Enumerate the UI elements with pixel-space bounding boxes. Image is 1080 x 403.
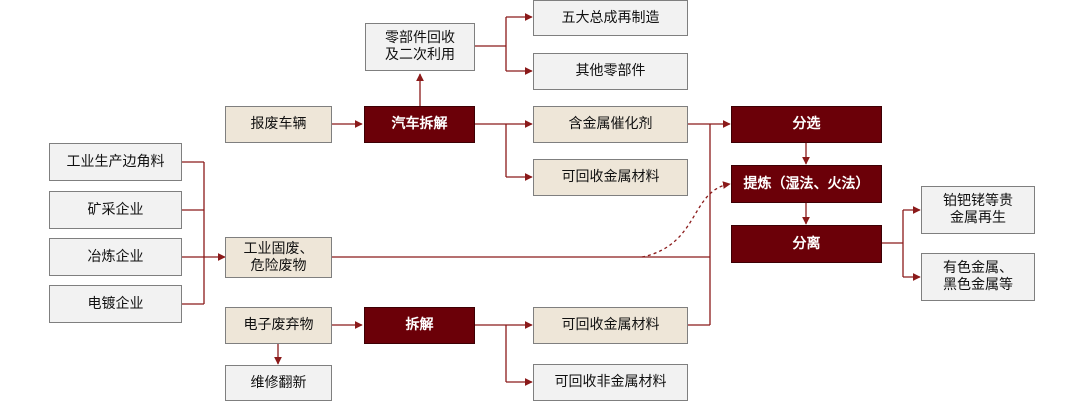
recyclable-nonmetal-box: 可回收非金属材料	[533, 364, 688, 401]
mining-label: 矿采企业	[87, 201, 144, 218]
industrial-waste-box: 工业固废、 危险废物	[225, 237, 332, 278]
ferrous-metals-label-line1: 有色金属、	[943, 260, 1013, 276]
recyclable-metal-label-2: 可回收金属材料	[561, 317, 660, 333]
scrap-vehicles-box: 报废车辆	[225, 106, 332, 143]
precious-metals-label-line1: 铂钯铑等贵	[943, 193, 1013, 209]
industrial-waste-label-line2: 危险废物	[250, 257, 307, 274]
industrial-waste-label-line1: 工业固废、	[243, 240, 314, 257]
corner-scrap-label: 工业生产边角料	[66, 153, 165, 170]
recyclable-metal-box-1: 可回收金属材料	[533, 159, 688, 196]
remanufacture-label: 五大总成再制造	[561, 9, 660, 26]
refining-box: 提炼（湿法、火法）	[731, 165, 882, 203]
electroplating-label: 电镀企业	[87, 295, 144, 312]
recyclable-nonmetal-label: 可回收非金属材料	[554, 374, 667, 390]
separation-box: 分离	[731, 225, 882, 263]
refining-label: 提炼（湿法、火法）	[743, 175, 870, 192]
corner-scrap-box: 工业生产边角料	[49, 143, 182, 181]
smelting-label: 冶炼企业	[87, 248, 144, 265]
ferrous-metals-box: 有色金属、 黑色金属等	[921, 253, 1035, 301]
precious-metals-box: 铂钯铑等贵 金属再生	[921, 186, 1035, 234]
catalyst-label: 含金属催化剂	[568, 116, 653, 132]
other-parts-label: 其他零部件	[575, 63, 646, 79]
dismantling-box: 拆解	[364, 307, 475, 344]
parts-recycle-box: 零部件回收 及二次利用	[365, 23, 475, 71]
dashed-connector-waste-to-refining	[641, 181, 731, 258]
precious-metals-label-line2: 金属再生	[950, 210, 1006, 226]
mining-box: 矿采企业	[49, 191, 182, 229]
dismantling-label: 拆解	[405, 317, 434, 333]
e-waste-box: 电子废弃物	[225, 307, 332, 344]
recyclable-metal-label-1: 可回收金属材料	[561, 169, 660, 185]
scrap-vehicles-label: 报废车辆	[250, 116, 307, 132]
sorting-label: 分选	[792, 116, 821, 132]
recyclable-metal-box-2: 可回收金属材料	[533, 307, 688, 344]
other-parts-box: 其他零部件	[533, 53, 688, 90]
ferrous-metals-label-line2: 黑色金属等	[943, 277, 1013, 293]
smelting-box: 冶炼企业	[49, 238, 182, 276]
catalyst-box: 含金属催化剂	[533, 106, 688, 143]
sorting-box: 分选	[731, 106, 882, 143]
vehicle-dismantling-label: 汽车拆解	[391, 116, 448, 132]
remanufacture-box: 五大总成再制造	[533, 0, 688, 36]
parts-recycle-label-line2: 及二次利用	[385, 47, 455, 63]
e-waste-label: 电子废弃物	[243, 317, 314, 333]
repair-refurbish-label: 维修翻新	[250, 374, 307, 391]
electroplating-box: 电镀企业	[49, 285, 182, 323]
separation-label: 分离	[792, 235, 821, 252]
repair-refurbish-box: 维修翻新	[225, 365, 332, 401]
vehicle-dismantling-box: 汽车拆解	[364, 106, 475, 143]
parts-recycle-label-line1: 零部件回收	[385, 30, 455, 46]
